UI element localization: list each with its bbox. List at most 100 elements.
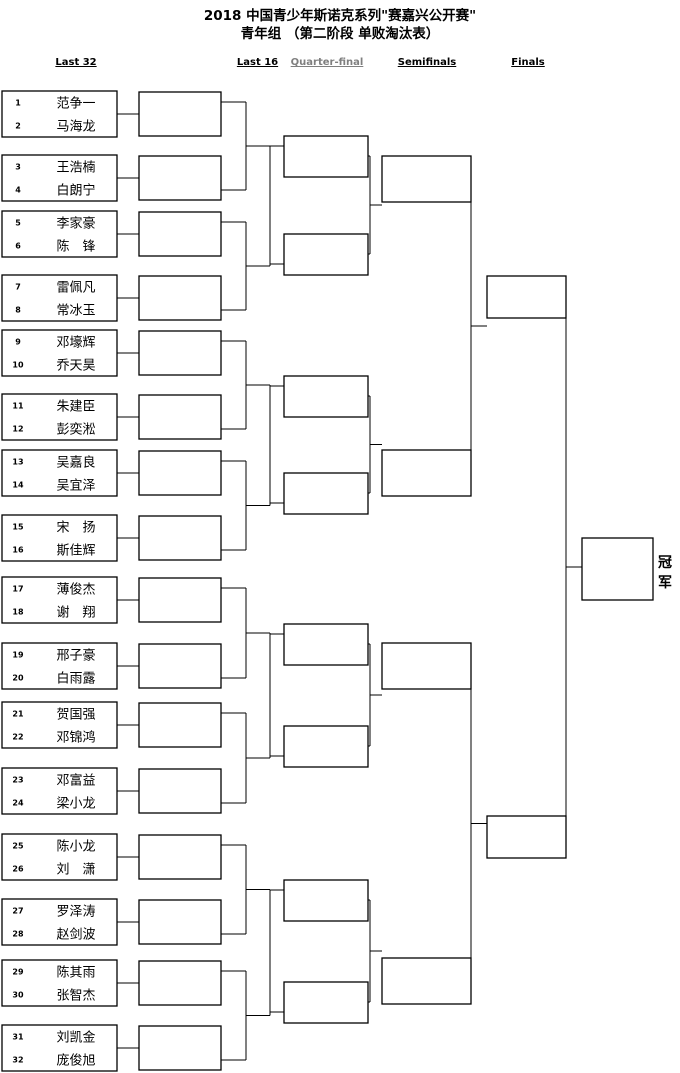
finals-slot — [486, 275, 567, 319]
match-pair-box — [1, 959, 118, 1007]
player-name: 李家豪 — [56, 216, 95, 232]
player-seed: 20 — [12, 674, 24, 683]
match-pair-box — [1, 90, 118, 138]
semifinal-slot — [381, 449, 472, 497]
player-name: 贺国强 — [56, 708, 95, 723]
finals-slot — [486, 815, 567, 859]
player-name: 乔天昊 — [56, 359, 95, 374]
match-pair-box — [1, 576, 118, 624]
player-name: 吴嘉良 — [56, 455, 95, 471]
player-name: 邓壕辉 — [56, 335, 95, 351]
player-seed: 6 — [15, 242, 21, 251]
player-name: 刘凯金 — [56, 1030, 95, 1046]
match-pair-box — [1, 329, 118, 377]
player-seed: 13 — [12, 458, 23, 467]
player-seed: 25 — [12, 842, 24, 851]
player-seed: 21 — [12, 710, 24, 719]
player-name: 谢 翔 — [56, 605, 95, 621]
player-name: 陈小龙 — [56, 839, 95, 855]
player-name: 赵剑波 — [56, 927, 95, 943]
quarter-final-slot — [283, 879, 369, 922]
player-seed: 9 — [15, 338, 21, 347]
last16-slot — [138, 394, 222, 440]
champion-label: 冠军 — [658, 555, 672, 591]
header-semifinals: Semifinals — [397, 57, 457, 68]
match-pair-box — [1, 154, 118, 202]
last16-slot — [138, 577, 222, 623]
player-name: 罗泽涛 — [56, 904, 95, 920]
semifinal-slot — [381, 155, 472, 203]
player-seed: 10 — [12, 361, 24, 370]
player-seed: 19 — [12, 651, 24, 660]
player-seed: 30 — [12, 991, 24, 1000]
semifinal-slot — [381, 957, 472, 1005]
last16-slot — [138, 450, 222, 496]
match-pair-box — [1, 274, 118, 322]
player-name: 彭奕淞 — [56, 422, 95, 438]
quarter-final-slot — [283, 981, 369, 1024]
match-pair-box — [1, 833, 118, 881]
player-name: 梁小龙 — [56, 797, 95, 812]
player-seed: 16 — [12, 546, 24, 555]
match-pair-box — [1, 514, 118, 562]
player-name: 白雨露 — [56, 671, 95, 687]
player-name: 朱建臣 — [56, 400, 95, 415]
player-name: 庞俊旭 — [56, 1053, 95, 1069]
player-name: 宋 扬 — [56, 521, 95, 536]
player-name: 邓锦鸿 — [56, 730, 95, 746]
player-seed: 4 — [15, 186, 21, 195]
title-line-1: 2018 中国青少年斯诺克系列"赛嘉兴公开赛" — [203, 8, 477, 24]
quarter-final-slot — [283, 135, 369, 178]
match-pair-box — [1, 701, 118, 749]
player-seed: 15 — [12, 523, 24, 532]
player-name: 张智杰 — [56, 989, 95, 1004]
player-name: 陈 锋 — [56, 239, 95, 255]
header-quarter-final: Quarter-final — [290, 57, 364, 68]
player-seed: 31 — [12, 1033, 24, 1042]
player-name: 范争一 — [56, 97, 95, 112]
player-name: 邢子豪 — [56, 648, 95, 664]
player-name: 吴宜泽 — [56, 479, 95, 494]
player-seed: 27 — [12, 907, 23, 916]
player-seed: 23 — [12, 776, 23, 785]
quarter-final-slot — [283, 233, 369, 276]
player-seed: 7 — [15, 283, 21, 292]
player-name: 陈其雨 — [56, 965, 95, 981]
title-line-2: 青年组 （第二阶段 单败淘汰表） — [240, 26, 440, 42]
quarter-final-slot — [283, 375, 369, 418]
last16-slot — [138, 211, 222, 257]
last16-slot — [138, 702, 222, 748]
player-seed: 32 — [12, 1056, 23, 1065]
last16-slot — [138, 1025, 222, 1071]
player-seed: 28 — [12, 930, 24, 939]
player-name: 王浩楠 — [56, 161, 95, 176]
last16-slot — [138, 768, 222, 814]
champion-box — [581, 537, 654, 601]
match-pair-box — [1, 767, 118, 815]
player-seed: 18 — [12, 608, 24, 617]
player-seed: 24 — [12, 799, 24, 808]
player-name: 邓富益 — [56, 773, 95, 789]
player-name: 薄俊杰 — [56, 583, 95, 598]
last16-slot — [138, 834, 222, 880]
match-pair-box — [1, 898, 118, 946]
player-seed: 5 — [15, 219, 21, 228]
player-seed: 11 — [12, 402, 24, 411]
match-pair-box — [1, 449, 118, 497]
last16-slot — [138, 330, 222, 376]
player-seed: 1 — [15, 99, 21, 108]
player-name: 白朗宁 — [56, 183, 95, 199]
player-seed: 26 — [12, 865, 24, 874]
player-name: 刘 潇 — [56, 863, 95, 878]
last16-slot — [138, 899, 222, 945]
player-seed: 14 — [12, 481, 24, 490]
last16-slot — [138, 155, 222, 201]
player-name: 常冰玉 — [56, 304, 95, 319]
header-finals: Finals — [511, 57, 545, 68]
last16-slot — [138, 643, 222, 689]
match-pair-box — [1, 642, 118, 690]
player-name: 雷佩凡 — [56, 281, 95, 296]
player-name: 斯佳辉 — [56, 544, 95, 559]
player-seed: 2 — [15, 122, 21, 131]
